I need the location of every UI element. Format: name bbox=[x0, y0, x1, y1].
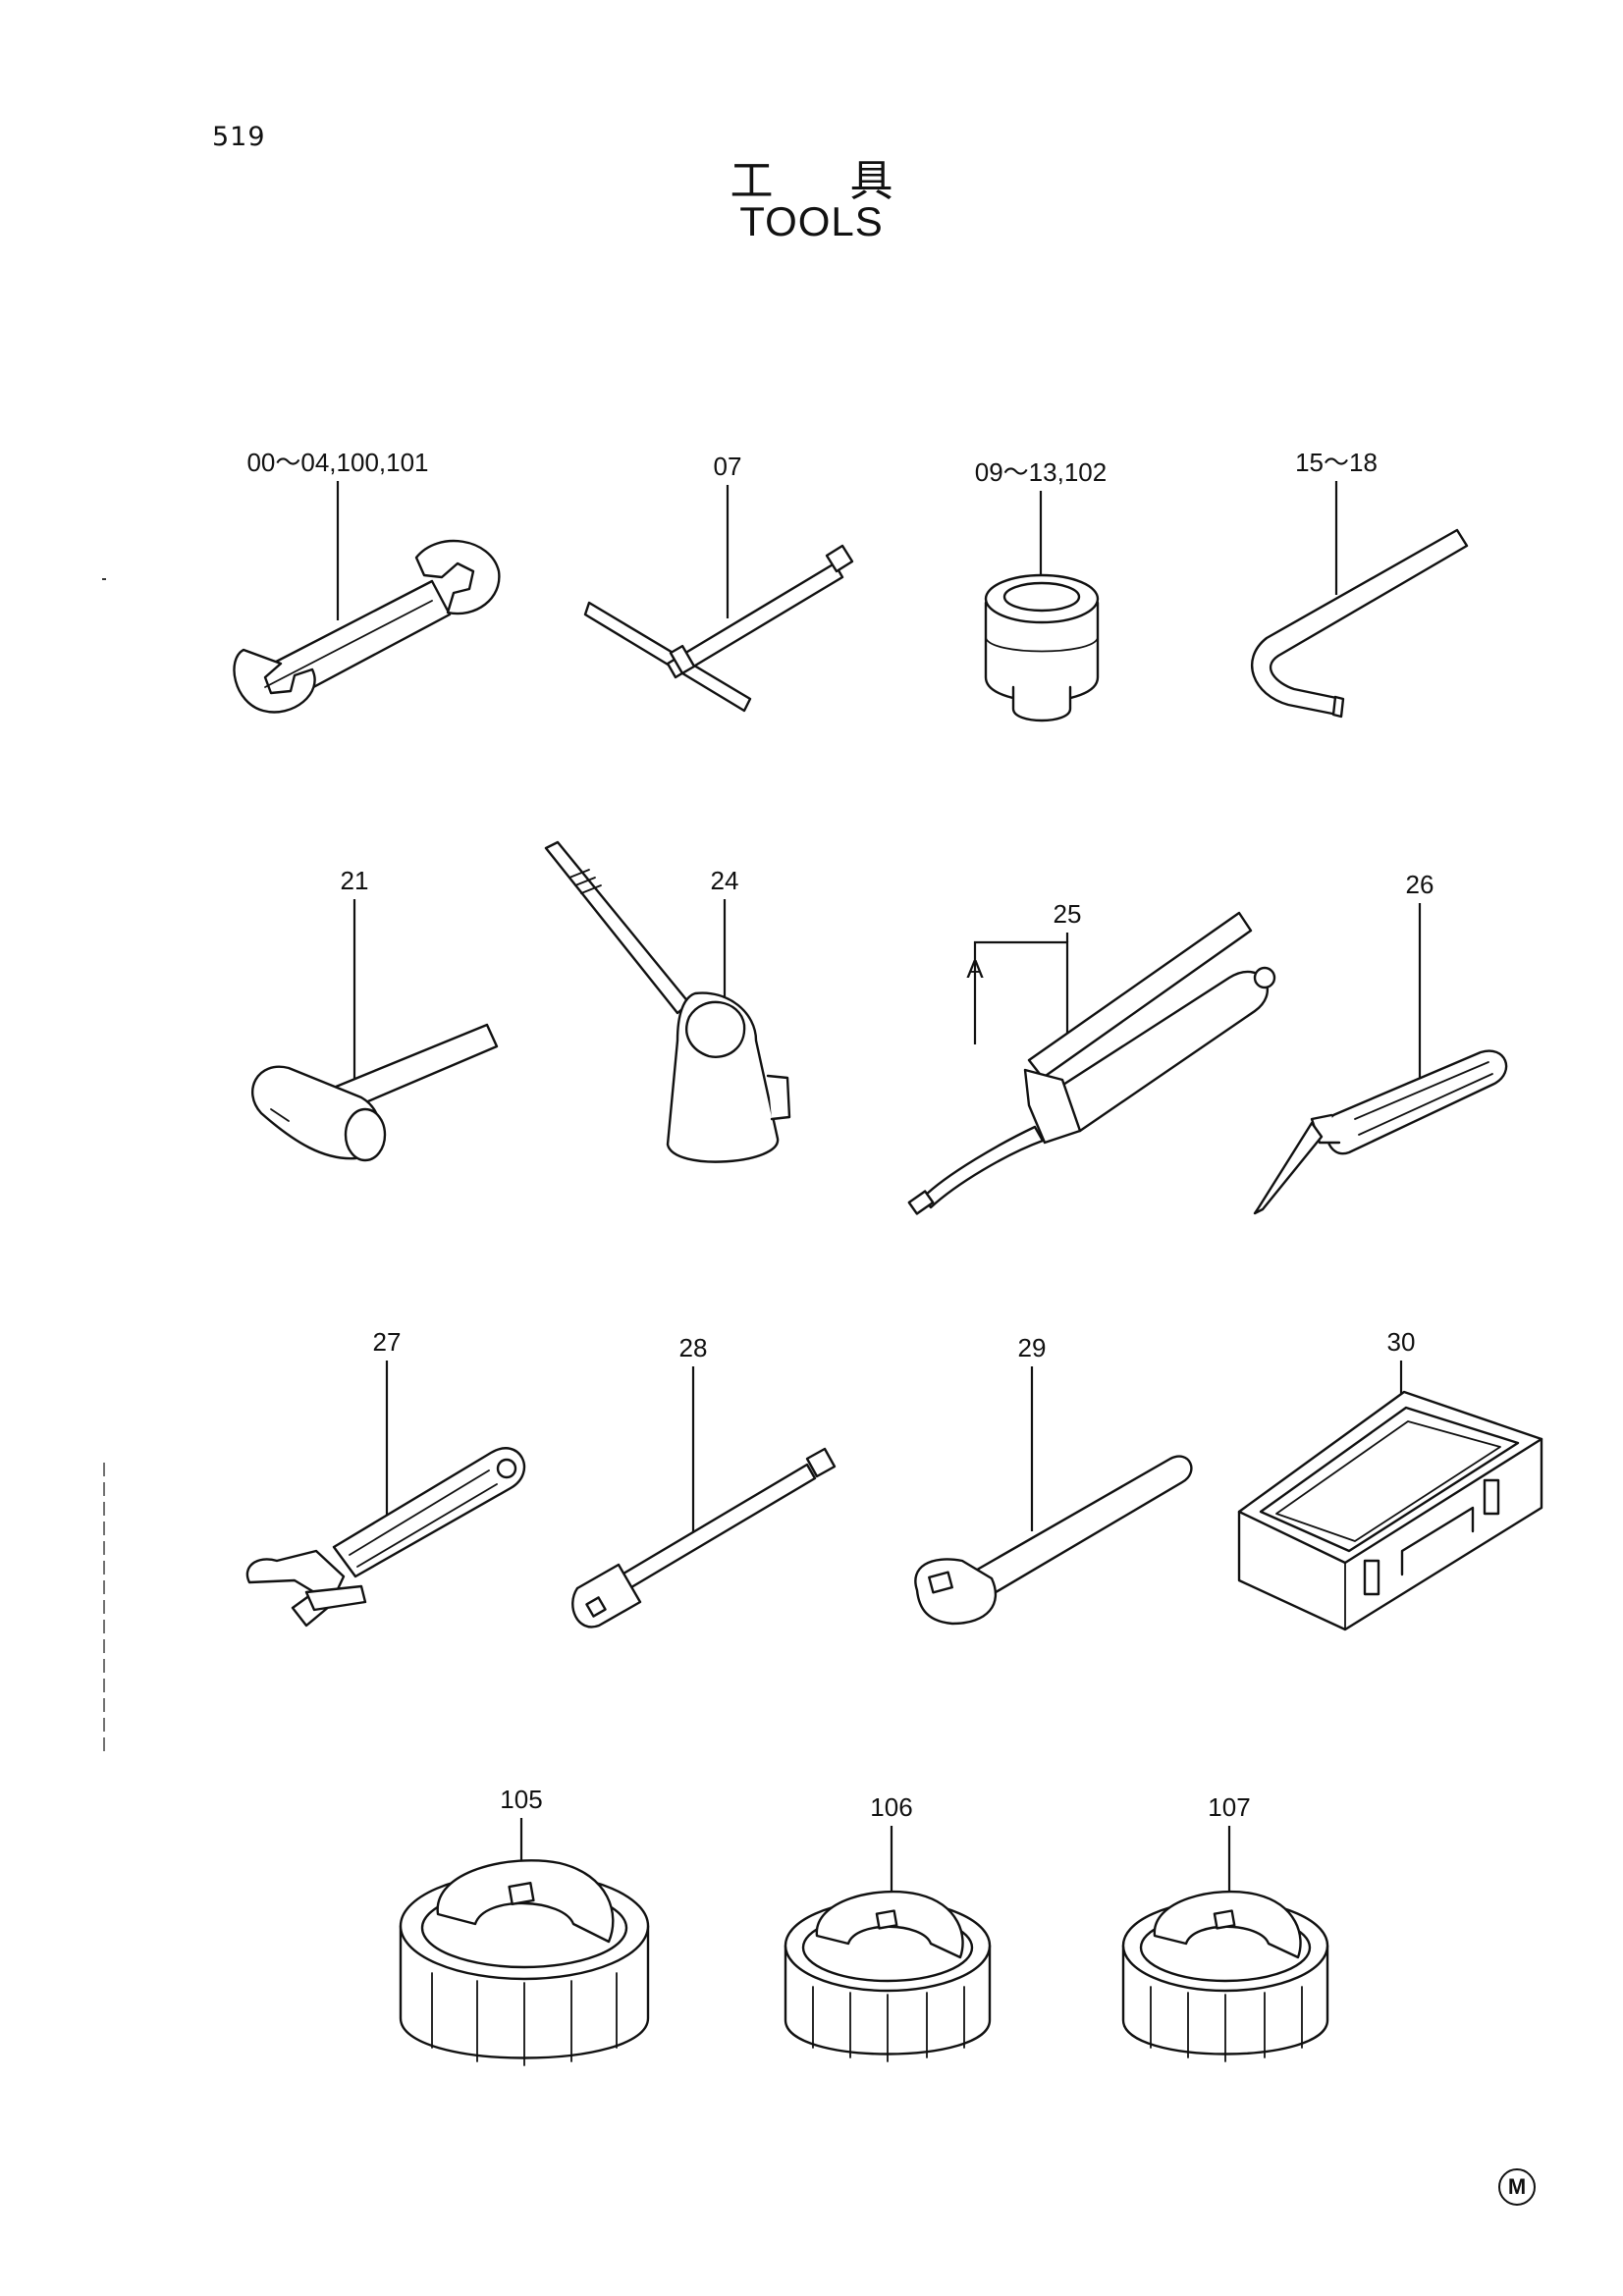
svg-text:15～18: 15～18 bbox=[1295, 448, 1378, 477]
page-title: TOOLS bbox=[739, 198, 884, 244]
callout-09: 09～13,102 bbox=[975, 457, 1107, 579]
ratchet-handle-icon bbox=[914, 1455, 1193, 1626]
svg-text:107: 107 bbox=[1208, 1792, 1250, 1822]
callout-26: 26 bbox=[1406, 870, 1434, 1090]
svg-text:24: 24 bbox=[711, 866, 739, 895]
callout-30: 30 bbox=[1387, 1327, 1416, 1414]
page-title-japanese: 工具 bbox=[730, 156, 970, 206]
extension-bar-icon bbox=[571, 1447, 837, 1629]
svg-text:105: 105 bbox=[500, 1785, 542, 1814]
filter-wrench-icon bbox=[399, 1859, 650, 2066]
screwdriver-icon bbox=[1253, 1049, 1508, 1215]
grease-gun-icon bbox=[907, 911, 1276, 1215]
svg-text:09～13,102: 09～13,102 bbox=[975, 457, 1107, 487]
registered-mark-icon: M bbox=[1498, 2168, 1536, 2206]
callout-27: 27 bbox=[373, 1327, 402, 1527]
callout-21: 21 bbox=[341, 866, 369, 1080]
socket-icon bbox=[984, 573, 1100, 722]
callout-00: 00～04,100,101 bbox=[246, 448, 429, 620]
tool-box-icon bbox=[1237, 1390, 1543, 1631]
hammer-icon bbox=[250, 1023, 499, 1162]
svg-text:27: 27 bbox=[373, 1327, 402, 1357]
callout-15: 15～18 bbox=[1295, 448, 1378, 595]
filter-wrench-icon bbox=[1121, 1890, 1329, 2062]
svg-text:25: 25 bbox=[1054, 899, 1082, 929]
svg-text:07: 07 bbox=[714, 452, 742, 481]
oil-can-icon bbox=[544, 840, 791, 1163]
svg-text:28: 28 bbox=[679, 1333, 708, 1362]
svg-text:00～04,100,101: 00～04,100,101 bbox=[246, 448, 428, 477]
callout-29: 29 bbox=[1018, 1333, 1047, 1531]
callout-07: 07 bbox=[714, 452, 742, 618]
t-handle-wrench-icon bbox=[583, 544, 854, 713]
callout-105: 105 bbox=[500, 1785, 543, 1885]
hex-key-icon bbox=[1250, 528, 1469, 719]
margin-rule bbox=[102, 578, 106, 1757]
callout-25: 25 A bbox=[966, 899, 1081, 1044]
svg-text:29: 29 bbox=[1018, 1333, 1047, 1362]
svg-text:30: 30 bbox=[1387, 1327, 1416, 1357]
svg-text:26: 26 bbox=[1406, 870, 1434, 899]
callout-24: 24 bbox=[711, 866, 739, 1001]
callout-106: 106 bbox=[870, 1792, 913, 1900]
callout-28: 28 bbox=[679, 1333, 708, 1533]
adjustable-wrench-icon bbox=[245, 1447, 526, 1628]
svg-text:106: 106 bbox=[870, 1792, 912, 1822]
svg-text:21: 21 bbox=[341, 866, 369, 895]
open-end-wrench-icon bbox=[233, 539, 501, 714]
callout-107: 107 bbox=[1208, 1792, 1251, 1900]
filter-wrench-icon bbox=[784, 1890, 992, 2062]
page-number: 519 bbox=[212, 122, 266, 152]
